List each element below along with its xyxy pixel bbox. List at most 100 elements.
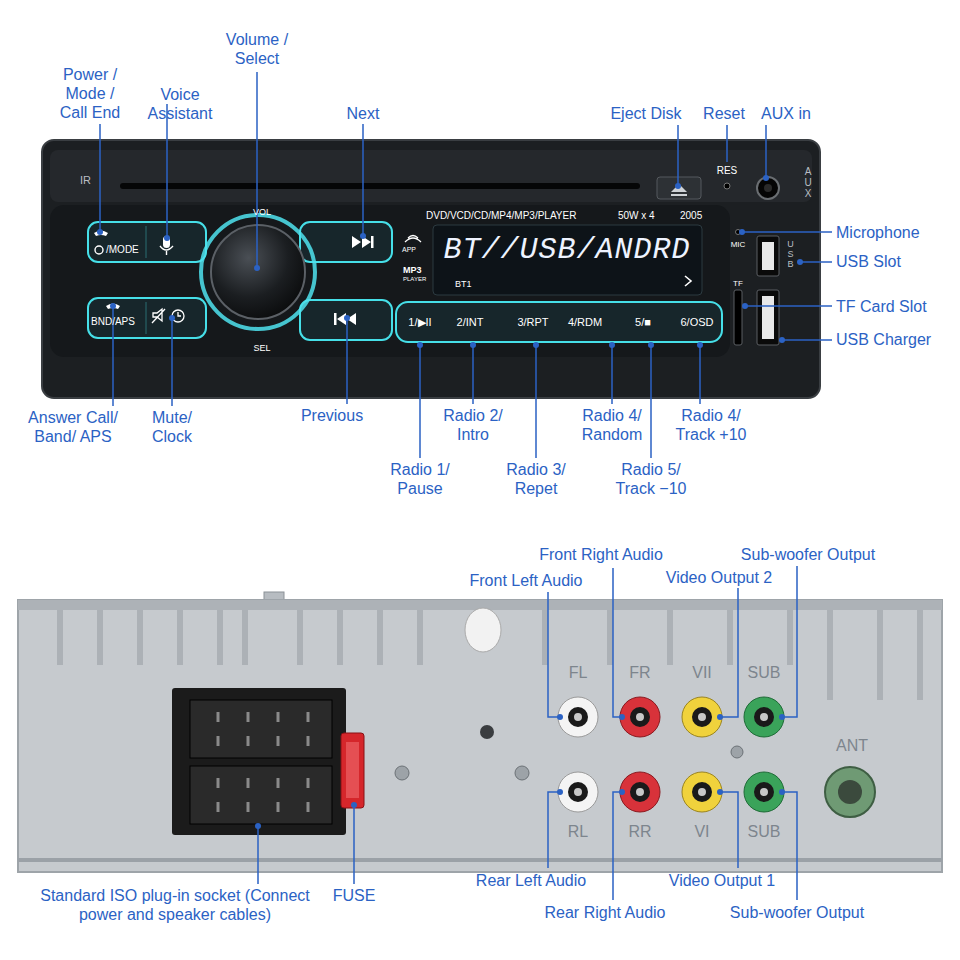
rca-jacks: [558, 697, 784, 812]
connector-marking: SUB: [742, 822, 786, 841]
connector-marking: ANT: [827, 736, 877, 755]
callout-label: Rear Left Audio: [461, 871, 601, 890]
callout-label: Reset: [694, 104, 754, 123]
usb-charger: [762, 296, 774, 339]
callout-label: Volume / Select: [212, 30, 302, 68]
button-label: 4/RDM: [563, 316, 607, 329]
button-divider: [146, 302, 147, 334]
faceplate: [42, 140, 820, 398]
connector-marking: SUB: [742, 663, 786, 682]
usb-slot: [757, 236, 779, 276]
aux-jack: [764, 184, 772, 192]
button-glow: [396, 302, 722, 342]
aux-jack: [757, 177, 779, 199]
callout-label: Answer Call/ Band/ APS: [18, 408, 128, 446]
button-glow: [300, 300, 392, 340]
wifi-icon: [405, 236, 421, 243]
callout-label: Sub-woofer Output: [717, 903, 877, 922]
leader-lines: [97, 72, 832, 900]
next-icon: [371, 236, 374, 248]
display-text: BT1: [455, 279, 472, 290]
control-panel: [50, 205, 730, 357]
callout-label: USB Slot: [836, 252, 901, 271]
panel-marking: MIC: [723, 240, 753, 250]
fuse: [341, 733, 364, 808]
chassis-edge: [18, 858, 942, 862]
mic-icon: [163, 236, 170, 248]
panel-marking: APP: [402, 246, 416, 254]
button-label: 5/■: [621, 316, 665, 329]
button-label: 6/OSD: [675, 316, 719, 329]
button-label: 1/▶II: [398, 316, 442, 329]
callout-label: Radio 1/ Pause: [385, 460, 455, 498]
top-strip: [50, 150, 812, 202]
callout-label: Voice Assistant: [135, 85, 225, 123]
button-label: /MODE: [106, 244, 139, 256]
connector-marking: RR: [620, 822, 660, 841]
callout-label: Sub-woofer Output: [728, 545, 888, 564]
power-icon: [95, 246, 103, 254]
back-panel: [18, 592, 942, 872]
chassis: [18, 600, 942, 872]
button-label: 3/RPT: [511, 316, 555, 329]
rca-socket: [568, 707, 774, 802]
fuse: [346, 742, 359, 798]
display-text: BT//USB/ANDRD: [435, 232, 699, 268]
connector-marking: FL: [558, 663, 598, 682]
iso-pins: [218, 712, 308, 812]
lcd-display: [433, 225, 702, 295]
callout-label: Video Output 2: [649, 568, 789, 587]
callout-label: Video Output 1: [652, 871, 792, 890]
phone-icon: [106, 304, 120, 310]
iso-block: [190, 700, 332, 758]
panel-marking: VOL: [242, 207, 282, 218]
callout-label: Radio 2/ Intro: [438, 406, 508, 444]
button-label: BND/APS: [83, 316, 143, 328]
connector-marking: VI: [682, 822, 722, 841]
volume-knob: [211, 225, 305, 319]
leader-dots: [97, 175, 803, 829]
callout-label: Standard ISO plug-in socket (Connect pow…: [35, 886, 315, 924]
panel-marking: IR: [80, 174, 91, 187]
callout-label: AUX in: [751, 104, 821, 123]
connector-marking: RL: [558, 822, 598, 841]
callout-label: Front Left Audio: [451, 571, 601, 590]
callout-label: Mute/ Clock: [142, 408, 202, 446]
panel-marking: MP3: [403, 265, 422, 276]
reset-hole: [724, 183, 730, 189]
screw: [515, 766, 529, 780]
tf-slot: [734, 290, 742, 345]
callout-label: Front Right Audio: [521, 545, 681, 564]
connector-marking: FR: [620, 663, 660, 682]
panel-marking: AUX: [803, 166, 813, 199]
antenna-jack: [825, 767, 875, 817]
knob-halo: [201, 215, 315, 329]
usb-slot: [762, 242, 774, 270]
callout-label: Radio 3/ Repet: [501, 460, 571, 498]
button-divider: [146, 226, 147, 258]
callout-label: Rear Right Audio: [530, 903, 680, 922]
callout-label: Previous: [287, 406, 377, 425]
screw: [731, 746, 743, 758]
callout-label: Radio 4/ Random: [576, 406, 648, 444]
button-label: 2/INT: [448, 316, 492, 329]
mount-hole: [480, 725, 494, 739]
button-glow: [88, 222, 206, 262]
callout-label: Microphone: [836, 223, 920, 242]
callout-label: Eject Disk: [596, 104, 696, 123]
callout-label: Radio 4/ Track +10: [666, 406, 756, 444]
panel-marking: TF: [728, 279, 748, 289]
leader-line: [100, 72, 832, 900]
antenna-jack: [838, 780, 862, 804]
panel-marking: SEL: [242, 343, 282, 354]
panel-marking: DVD/VCD/CD/MP4/MP3/PLAYER: [426, 210, 576, 222]
clock-icon: [178, 312, 181, 316]
panel-marking: USB: [786, 240, 795, 270]
usb-charger: [757, 290, 779, 345]
panel-marking: 2005: [680, 210, 702, 222]
callout-label: TF Card Slot: [836, 297, 927, 316]
callout-label: Radio 5/ Track −10: [606, 460, 696, 498]
iso-socket: [172, 688, 346, 835]
